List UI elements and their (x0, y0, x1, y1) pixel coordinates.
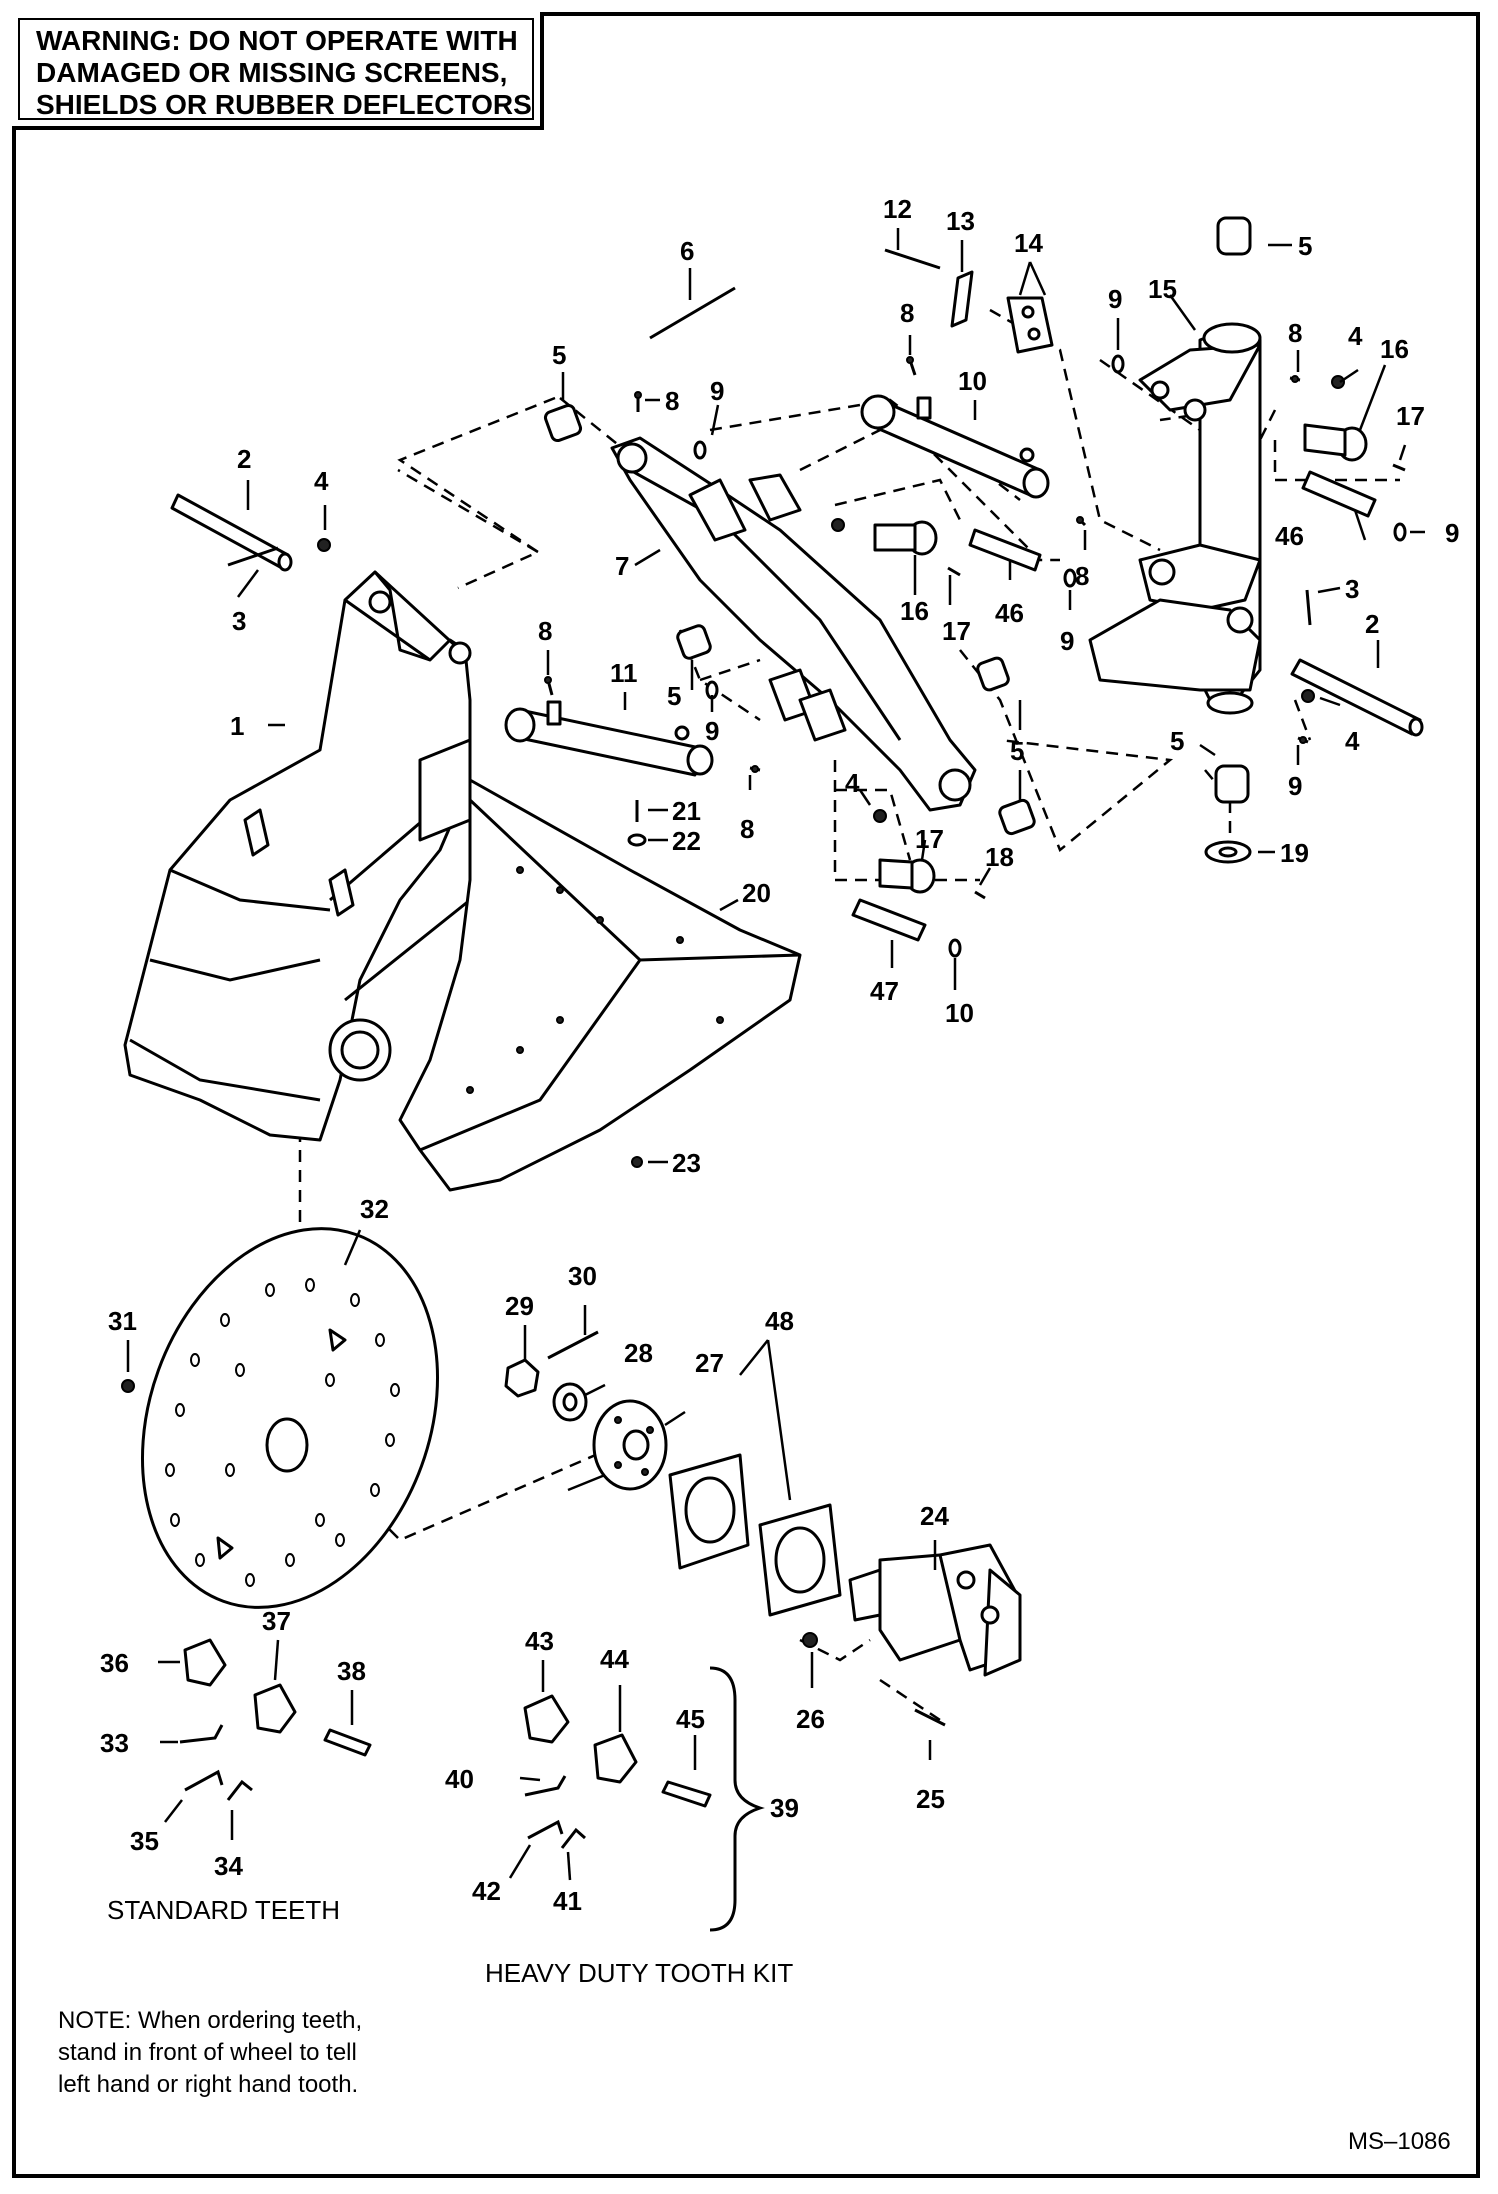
callout-31: 32 (360, 1194, 389, 1224)
cylinder-lower (504, 700, 714, 777)
callout-8: 9 (1288, 771, 1302, 801)
callout-14: 15 (1148, 274, 1177, 304)
callout-1: 1 (230, 711, 244, 741)
callout-4: 4 (314, 466, 329, 496)
callout-27: 28 (624, 1338, 653, 1368)
callout-8: 8 (1075, 561, 1089, 591)
drive-hub-and-motor (504, 1330, 1022, 1727)
callout-12: 13 (946, 206, 975, 236)
callout-42: 43 (525, 1626, 554, 1656)
boom-arm (610, 436, 977, 812)
callout-20: 21 (672, 796, 701, 826)
page-border (12, 12, 1480, 2178)
callout-5: 5 (1298, 231, 1312, 261)
callout-17: 18 (985, 842, 1014, 872)
callout-39: 40 (445, 1764, 474, 1794)
callout-3: 3 (232, 606, 246, 636)
callout-16: 17 (915, 824, 944, 854)
callout-33: 34 (214, 1851, 243, 1881)
callout-10: 10 (958, 366, 987, 396)
callout-18: 19 (1280, 838, 1309, 868)
callout-37: 38 (337, 1656, 366, 1686)
cutter-wheel (121, 1227, 439, 1609)
warning-box: WARNING: DO NOT OPERATE WITH DAMAGED OR … (12, 12, 544, 130)
callout-16: 16 (1380, 334, 1409, 364)
standard-teeth (179, 1638, 372, 1801)
warning-inner-border (18, 18, 534, 120)
callout-25: 26 (796, 1704, 825, 1734)
callout-5: 5 (1010, 736, 1024, 766)
callout-4: 4 (845, 768, 860, 798)
callout-26: 27 (695, 1348, 724, 1378)
callout-4: 4 (1345, 726, 1360, 756)
callout-17: 17 (942, 616, 971, 646)
callout-44: 45 (676, 1704, 705, 1734)
note-line-3: left hand or right hand tooth. (58, 2071, 359, 2098)
callout-23: 24 (920, 1501, 949, 1531)
callout-47: 48 (765, 1306, 794, 1336)
warning-line-1: WARNING: DO NOT OPERATE WITH (36, 25, 518, 56)
callout-9: 9 (1445, 518, 1459, 548)
callout-9: 9 (710, 376, 724, 406)
callout-9: 10 (945, 998, 974, 1028)
pivot-mount (1088, 322, 1262, 715)
callout-15: 16 (900, 596, 929, 626)
callout-3: 3 (1345, 574, 1359, 604)
callout-9: 9 (1060, 626, 1074, 656)
callout-22: 23 (672, 1148, 701, 1178)
standard-teeth-caption: STANDARD TEETH (107, 1895, 341, 1925)
callout-43: 44 (600, 1644, 629, 1674)
cylinder-upper (860, 394, 1050, 499)
callout-8: 8 (900, 298, 914, 328)
callout-6: 6 (680, 236, 694, 266)
leader-lines (126, 228, 1425, 1881)
callout-17: 17 (1396, 401, 1425, 431)
callout-34: 35 (130, 1826, 159, 1856)
callout-30: 31 (108, 1306, 137, 1336)
callout-21: 22 (672, 826, 701, 856)
callout-2: 2 (237, 444, 251, 474)
callout-11: 12 (883, 194, 912, 224)
callout-32: 33 (100, 1728, 129, 1758)
callout-labels: 1 2 2 3 3 4 4 4 4 5 5 5 5 5 6 7 8 8 8 8 … (100, 194, 1459, 1916)
callout-36: 37 (262, 1606, 291, 1636)
callout-8: 8 (1288, 318, 1302, 348)
callout-8: 8 (740, 814, 754, 844)
drawing-number: MS–1086 (1348, 2128, 1451, 2155)
callout-41: 42 (472, 1876, 501, 1906)
callout-24: 25 (916, 1784, 945, 1814)
callout-5: 5 (1170, 726, 1184, 756)
heavy-duty-tooth-kit-caption: HEAVY DUTY TOOTH KIT (485, 1958, 794, 1988)
callout-8: 8 (538, 616, 552, 646)
callout-29: 30 (568, 1261, 597, 1291)
frame-weldment (123, 570, 472, 1142)
callout-13: 14 (1014, 228, 1043, 258)
callout-45: 46 (995, 598, 1024, 628)
note-line-1: NOTE: When ordering teeth, (58, 2007, 363, 2034)
wheel-shield (398, 778, 802, 1192)
callout-9: 9 (705, 716, 719, 746)
callout-8: 8 (665, 386, 679, 416)
callout-4: 4 (1348, 321, 1363, 351)
callout-5: 5 (552, 340, 566, 370)
callout-2: 2 (1365, 609, 1379, 639)
pins-and-hardware (170, 216, 1424, 1168)
callout-35: 36 (100, 1648, 129, 1678)
callout-28: 29 (505, 1291, 534, 1321)
heavy-duty-teeth (523, 1666, 765, 1932)
warning-line-2: DAMAGED OR MISSING SCREENS, (36, 57, 508, 88)
callout-19: 20 (742, 878, 771, 908)
callout-5: 5 (667, 681, 681, 711)
callout-46: 47 (870, 976, 899, 1006)
callout-46: 46 (1275, 521, 1304, 551)
callout-7: 7 (615, 551, 629, 581)
callout-38: 39 (770, 1793, 799, 1823)
callout-9: 9 (1108, 284, 1122, 314)
callout-10: 11 (610, 658, 638, 688)
warning-line-3: SHIELDS OR RUBBER DEFLECTORS (36, 89, 532, 120)
note-line-2: stand in front of wheel to tell (58, 2039, 357, 2066)
callout-40: 41 (553, 1886, 582, 1916)
